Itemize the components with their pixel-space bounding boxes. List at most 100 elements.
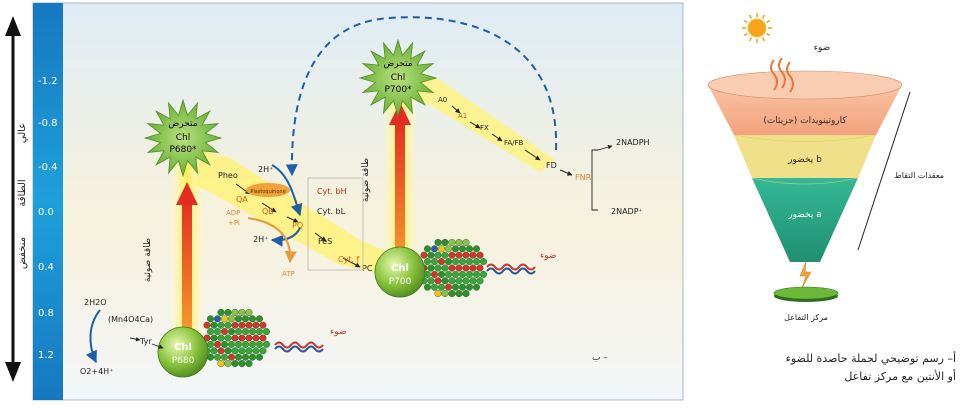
pigment-dot (473, 270, 481, 278)
atp-label: ATP (282, 270, 295, 278)
a0-label: A0 (438, 96, 447, 104)
pigment-dot (220, 353, 228, 361)
sun-ray (761, 14, 766, 19)
a1-label: A1 (458, 112, 467, 120)
pigment-dot (220, 315, 228, 323)
pigment-dot (459, 245, 467, 253)
sun-ray (748, 14, 753, 19)
pigment-dot (263, 340, 271, 348)
pigment-dot (227, 353, 235, 361)
pigment-dot (256, 315, 264, 323)
pigment-dot (224, 360, 232, 368)
pigment-dot (224, 347, 232, 355)
ps1-light-label: ضوء (540, 251, 557, 261)
pigment-dot (245, 347, 253, 355)
ps1-excited-chl: Chl (391, 73, 406, 83)
ps2-excited-chl: Chl (176, 133, 191, 143)
pigment-dot (213, 340, 221, 348)
light-energy-arrows (176, 102, 411, 330)
pigment-dot (455, 264, 463, 272)
reaction-center-disk (773, 286, 839, 300)
ps1-excited-top: متحرض (383, 59, 412, 69)
pigment-dot (259, 334, 267, 342)
pigment-dot (424, 258, 432, 266)
pigment-dot (441, 238, 449, 246)
pigment-dot (459, 270, 467, 278)
energy-transfer-icon (799, 261, 812, 291)
pigment-dot (213, 353, 221, 361)
sun-ray (761, 37, 766, 42)
pigment-dot (452, 283, 460, 291)
axis-label-energy: الطاقة (17, 179, 28, 206)
pigment-dot (452, 270, 460, 278)
sun-ray (743, 32, 748, 37)
pigment-dot (476, 251, 484, 259)
pigment-dot (259, 347, 267, 355)
water-splitting-arrow (85, 309, 101, 364)
ps1-excited-star: متحرض Chl P700* (358, 38, 438, 118)
pigment-dot (462, 277, 470, 285)
pigment-dot (473, 283, 481, 291)
nadp-bracket (591, 149, 598, 211)
pigment-dot (466, 270, 474, 278)
pigment-dot (231, 347, 239, 355)
pigment-dot (427, 277, 435, 285)
pigment-dot (455, 277, 463, 285)
sun-ray (748, 37, 753, 42)
tick-label: 1.2 (38, 350, 54, 361)
pigment-dot (448, 290, 456, 298)
pigment-dot (462, 238, 470, 246)
chl-b-label: يخضور b (787, 155, 822, 165)
caption-line-1: أ– رسم توضيحي لجملة حاصدة للضوء (786, 351, 956, 365)
sun-ray (766, 32, 771, 37)
pigment-dot (252, 347, 260, 355)
atp-synthesis-arrow (247, 217, 297, 264)
pigment-dot (213, 315, 221, 323)
pigment-dot (224, 334, 232, 342)
pigment-dot (231, 334, 239, 342)
pigment-dot (480, 258, 488, 266)
plastoquinone-label: Plastoquinone (250, 189, 285, 195)
pigment-dot (455, 238, 463, 246)
fes-label: FeS (318, 237, 332, 246)
pigment-dot (217, 347, 225, 355)
pigment-dot (441, 290, 449, 298)
tyr-label: Tyr (139, 337, 152, 346)
pigment-dot (241, 328, 249, 336)
pigment-dot (466, 245, 474, 253)
pigment-dot (434, 290, 442, 298)
pigment-dot (473, 245, 481, 253)
ps2-excited-id: P680* (169, 145, 197, 155)
pigment-dot (476, 277, 484, 285)
carotenoids-label: كاروتينويدات (جزيئات) (763, 116, 847, 126)
pigment-dot (441, 251, 449, 259)
pigment-dot (462, 290, 470, 298)
ps1-ground-chl: Chl (391, 263, 409, 274)
pigment-dot (452, 258, 460, 266)
pigment-dot (245, 360, 253, 368)
pigment-dot (438, 270, 446, 278)
pigment-dot (448, 251, 456, 259)
pigment-dot (420, 251, 428, 259)
axis-bar (33, 3, 63, 400)
pigment-dot (469, 264, 477, 272)
pigment-dot (238, 360, 246, 368)
axis-label-high: عالي (17, 123, 28, 143)
oxygen-label: O2+4H⁺ (80, 367, 113, 376)
pigment-dot (245, 334, 253, 342)
pigment-dot (231, 321, 239, 329)
qa-label: QA (236, 195, 248, 204)
pi-label: +Pi (228, 219, 240, 227)
pigment-dot (210, 334, 218, 342)
pigment-dot (256, 328, 264, 336)
proton-arrow-out (270, 227, 301, 247)
pigment-dot (213, 328, 221, 336)
pigment-dot (445, 245, 453, 253)
pigment-dot (227, 328, 235, 336)
pigment-dot (452, 245, 460, 253)
pigment-dot (206, 315, 214, 323)
axis-label-low: منخفض (17, 237, 28, 269)
caption-line-2: أو الأنتين مع مركز تفاعل (844, 369, 956, 383)
pigment-dot (248, 353, 256, 361)
